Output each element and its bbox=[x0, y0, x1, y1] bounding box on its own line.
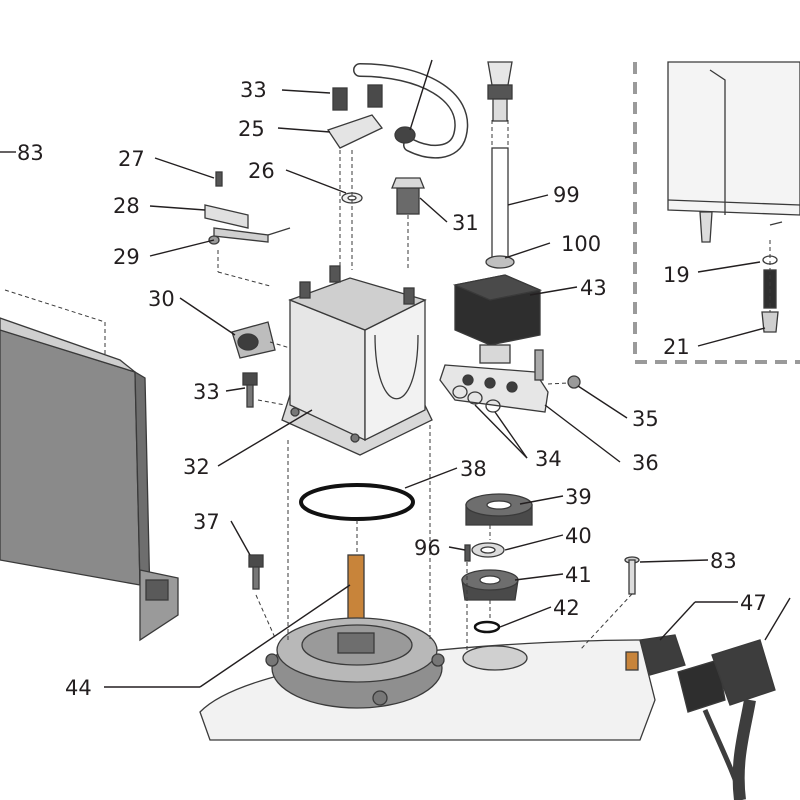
callout-100: 100 bbox=[561, 232, 601, 256]
callout-40: 40 bbox=[565, 524, 592, 548]
leader-lines bbox=[0, 59, 791, 688]
callout-34: 34 bbox=[535, 447, 562, 471]
boiler-block bbox=[281, 265, 433, 456]
callout-96: 96 bbox=[414, 536, 441, 560]
callout-39: 39 bbox=[565, 485, 592, 509]
callout-83-left: 83 bbox=[17, 141, 44, 165]
callout-36: 36 bbox=[632, 451, 659, 475]
base-assembly bbox=[199, 425, 656, 741]
callout-43: 43 bbox=[580, 276, 607, 300]
valve-seat-stack bbox=[461, 493, 533, 650]
callout-28: 28 bbox=[113, 194, 140, 218]
callout-83-right: 83 bbox=[710, 549, 737, 573]
callout-31: 31 bbox=[452, 211, 479, 235]
callout-42: 42 bbox=[553, 596, 580, 620]
valve-manifold bbox=[439, 349, 581, 413]
thermostat-bracket bbox=[204, 171, 291, 287]
machine-housing-left bbox=[0, 289, 179, 642]
callout-27: 27 bbox=[118, 147, 145, 171]
screw-right bbox=[579, 556, 640, 651]
callout-33-top: 33 bbox=[240, 78, 267, 102]
solenoid-valve bbox=[452, 61, 543, 364]
power-cord bbox=[625, 634, 776, 800]
boiler-gasket bbox=[299, 483, 415, 521]
callout-32: 32 bbox=[183, 455, 210, 479]
callout-labels: 83 33 25 27 26 28 31 29 99 100 43 30 19 … bbox=[17, 78, 767, 700]
callout-25: 25 bbox=[238, 117, 265, 141]
callout-26: 26 bbox=[248, 159, 275, 183]
callout-37: 37 bbox=[193, 510, 220, 534]
callout-38: 38 bbox=[460, 457, 487, 481]
callout-19: 19 bbox=[663, 263, 690, 287]
steam-fitting bbox=[326, 63, 469, 270]
callout-21: 21 bbox=[663, 335, 690, 359]
callout-47: 47 bbox=[740, 591, 767, 615]
callout-33-mid: 33 bbox=[193, 380, 220, 404]
detail-inset bbox=[633, 61, 800, 364]
callout-30: 30 bbox=[148, 287, 175, 311]
callout-44: 44 bbox=[65, 676, 92, 700]
heater-tube bbox=[347, 554, 365, 628]
callout-99: 99 bbox=[553, 183, 580, 207]
callout-41: 41 bbox=[565, 563, 592, 587]
callout-29: 29 bbox=[113, 245, 140, 269]
screws-left bbox=[242, 372, 286, 641]
thermostat-part bbox=[231, 321, 291, 359]
callout-35: 35 bbox=[632, 407, 659, 431]
